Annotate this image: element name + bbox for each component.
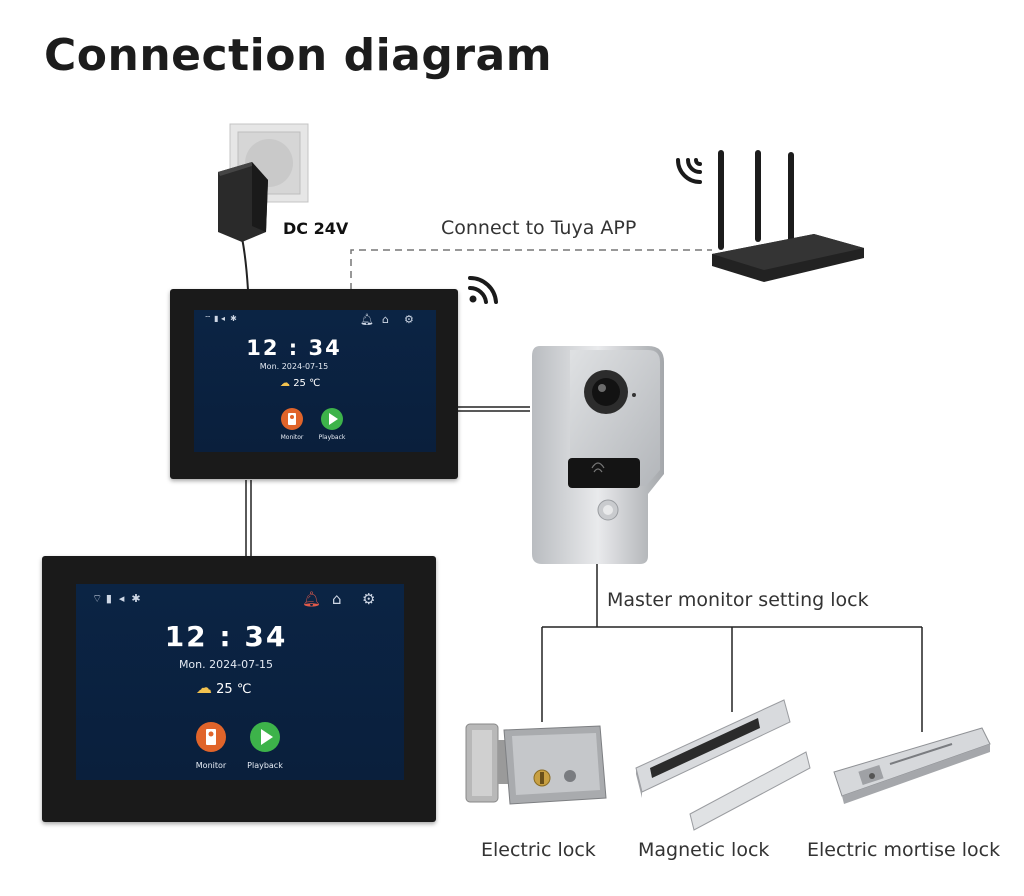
home-icon[interactable]: ⌂ — [382, 313, 389, 326]
monitor-app-label: Monitor — [195, 761, 227, 770]
video-doorbell-icon — [532, 346, 664, 564]
playback-app-button[interactable] — [250, 722, 280, 752]
home-icon[interactable]: ⌂ — [332, 590, 342, 608]
settings-gear-icon[interactable]: ⚙ — [362, 590, 376, 608]
temperature-value: 25 ℃ — [293, 378, 321, 389]
electric-lock-icon — [465, 723, 607, 805]
lock-link-label: Master monitor setting lock — [607, 589, 869, 611]
temperature-value: 25 ℃ — [216, 682, 252, 697]
playback-app-button[interactable] — [321, 408, 343, 430]
status-icons: ⌔ ▮ ◂ ✱ — [92, 592, 141, 605]
playback-app-label: Playback — [318, 434, 346, 441]
playback-app-label: Playback — [247, 761, 283, 770]
settings-gear-icon[interactable]: ⚙ — [404, 313, 414, 326]
status-icons: ⌔ ▮ ◂ ✱ — [204, 314, 237, 323]
weather-temperature: ☁ 25 ℃ — [280, 378, 320, 389]
power-label: DC 24V — [283, 219, 349, 238]
electric-lock-label: Electric lock — [481, 839, 596, 861]
monitor-screen: ⌔ ▮ ◂ ✱ 🔔︎ ⌂ ⚙ 12 : 34 Mon. 2024-07-15 ☁… — [76, 584, 404, 780]
monitor-screen: ⌔ ▮ ◂ ✱ 🔔︎ ⌂ ⚙ 12 : 34 Mon. 2024-07-15 ☁… — [194, 310, 436, 452]
wifi-signal-icon — [676, 158, 702, 184]
monitor-app-button[interactable] — [281, 408, 303, 430]
clock-time: 12 : 34 — [164, 620, 288, 653]
indoor-monitor-master: ⌔ ▮ ◂ ✱ 🔔︎ ⌂ ⚙ 12 : 34 Mon. 2024-07-15 ☁… — [170, 289, 458, 479]
router-icon — [676, 150, 864, 282]
bell-icon[interactable]: 🔔︎ — [360, 313, 374, 326]
bell-icon[interactable]: 🔔︎ — [302, 590, 322, 608]
page-title: Connection diagram — [44, 30, 553, 81]
weather-temperature: ☁ 25 ℃ — [196, 678, 251, 697]
wifi-link-label: Connect to Tuya APP — [441, 217, 637, 239]
clock-date: Mon. 2024-07-15 — [178, 658, 274, 671]
magnetic-lock-label: Magnetic lock — [638, 839, 770, 861]
intercom-icon — [288, 413, 296, 425]
magnetic-lock-icon — [635, 699, 811, 831]
play-icon — [329, 413, 338, 425]
clock-time: 12 : 34 — [246, 336, 342, 360]
monitor-app-label: Monitor — [280, 434, 304, 441]
monitor-app-button[interactable] — [196, 722, 226, 752]
power-adapter-icon — [218, 123, 309, 242]
weather-cloud-sun-icon: ☁ — [280, 378, 290, 389]
weather-cloud-sun-icon: ☁ — [196, 678, 212, 697]
electric-mortise-lock-icon — [833, 727, 991, 804]
intercom-icon — [206, 729, 216, 745]
indoor-monitor-extension: ⌔ ▮ ◂ ✱ 🔔︎ ⌂ ⚙ 12 : 34 Mon. 2024-07-15 ☁… — [42, 556, 436, 822]
play-icon — [261, 729, 273, 745]
wifi-signal-icon — [468, 275, 498, 304]
electric-mortise-lock-label: Electric mortise lock — [807, 839, 1001, 861]
clock-date: Mon. 2024-07-15 — [259, 362, 329, 371]
